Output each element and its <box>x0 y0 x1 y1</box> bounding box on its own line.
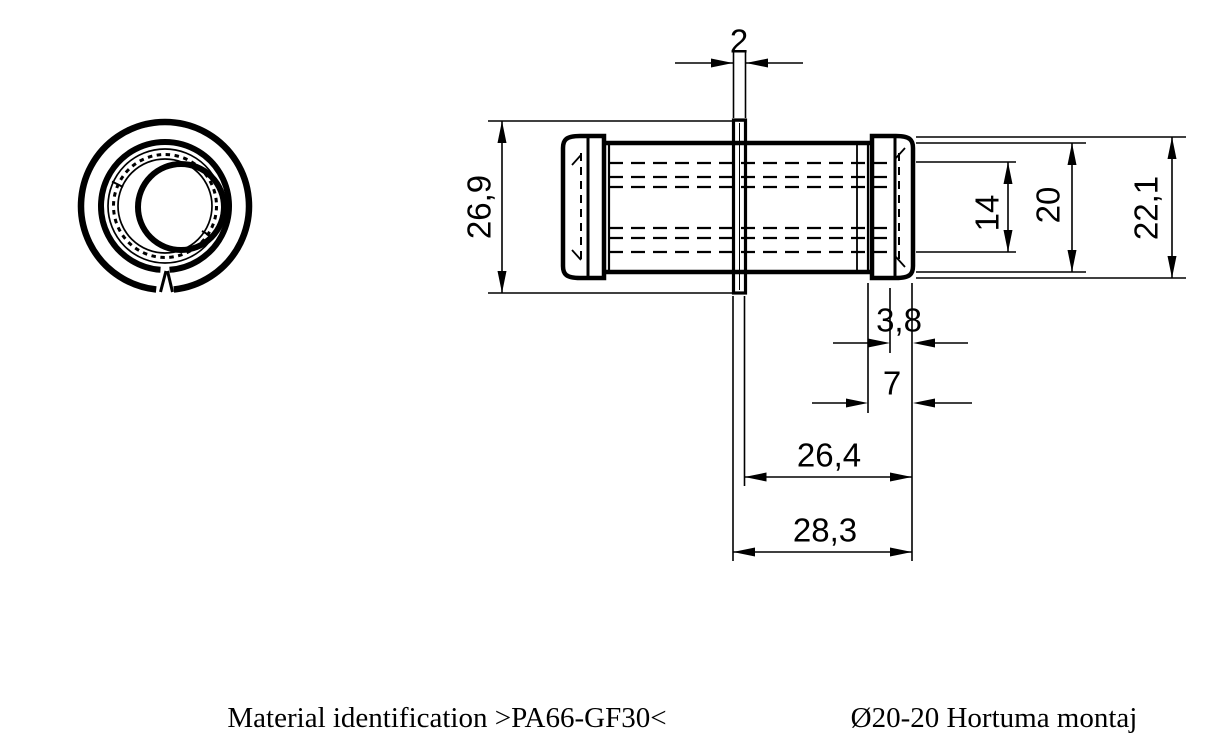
dim-flange-thickness-label: 2 <box>730 23 748 60</box>
dim-len-total-label: 28,3 <box>793 512 857 549</box>
dim-len-total: 28,3 <box>732 296 912 561</box>
dim-barb-od-label: 22,1 <box>1128 176 1165 240</box>
hidden-bore-lines <box>609 161 891 254</box>
dim-len-right: 26,4 <box>743 283 913 561</box>
left-barb-cap <box>560 133 611 281</box>
front-radial-tick-right <box>201 230 215 239</box>
right-barb-cap <box>856 133 916 281</box>
dim-len-right-label: 26,4 <box>797 437 861 474</box>
front-view <box>77 118 253 293</box>
material-note: Material identification >PA66-GF30< <box>227 702 666 734</box>
dim-flange-od: 26,9 <box>461 120 745 294</box>
dim-flange-thickness: 2 <box>675 23 803 118</box>
dim-barb-lip: 3,8 <box>833 288 968 353</box>
dim-bore-id: 14 <box>916 161 1016 253</box>
front-slit-left <box>159 270 168 293</box>
dim-barb-len-label: 7 <box>883 365 901 402</box>
flange <box>731 118 748 295</box>
front-outer-ring <box>77 118 253 293</box>
dim-barb-od: 22,1 <box>916 136 1186 279</box>
front-bore-circle <box>135 161 227 253</box>
front-radial-tick-left <box>111 180 124 188</box>
dim-bore-id-label: 14 <box>969 195 1006 232</box>
dim-body-od-label: 20 <box>1030 187 1067 224</box>
dim-body-od: 20 <box>916 142 1086 273</box>
dim-barb-lip-label: 3,8 <box>876 302 922 339</box>
front-second-ring <box>98 139 232 273</box>
dim-barb-len: 7 <box>812 283 972 413</box>
side-view <box>560 118 916 295</box>
dim-flange-od-label: 26,9 <box>461 175 498 239</box>
title-note: Ø20-20 Hortuma montaj <box>851 702 1138 734</box>
front-serration-circle <box>112 153 218 259</box>
front-thin-circle-inner <box>117 158 213 254</box>
front-slit-right <box>166 270 174 293</box>
